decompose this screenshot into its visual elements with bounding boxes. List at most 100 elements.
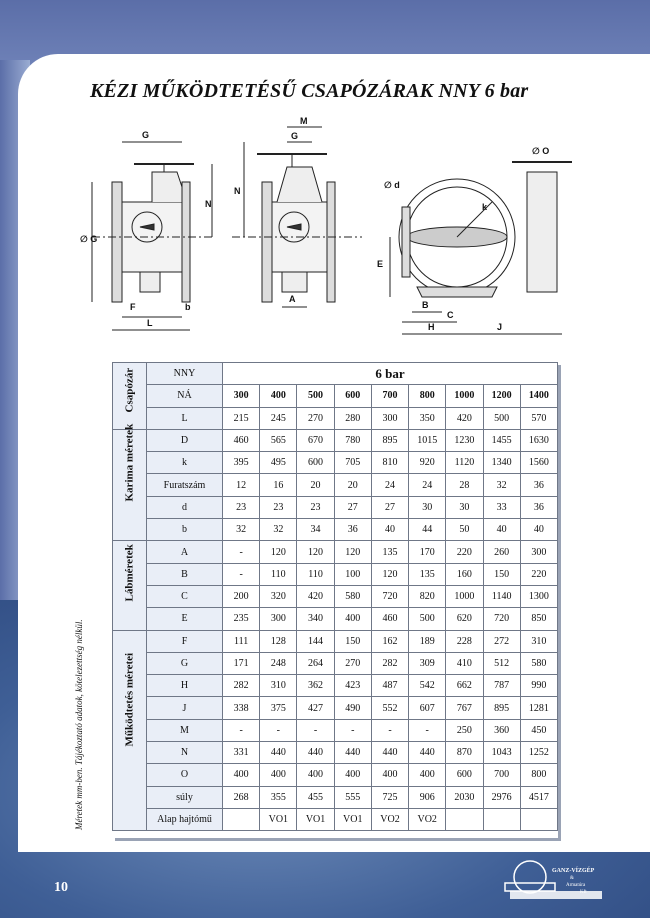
table-cell: 400	[333, 607, 372, 631]
table-cell: 450	[519, 718, 559, 743]
table-cell: 1560	[519, 451, 559, 475]
row-label: O	[146, 763, 223, 787]
table-cell: 580	[333, 584, 372, 609]
table-cell: 850	[519, 607, 559, 631]
table-cell: -	[221, 718, 261, 743]
dim-label-dG: ∅ G	[80, 234, 97, 244]
table-cell: 490	[333, 696, 372, 720]
row-label: b	[146, 518, 223, 542]
row-label: H	[146, 674, 223, 698]
company-logo-icon	[504, 860, 602, 899]
table-cell: 990	[519, 674, 559, 698]
dim-label-C: C	[447, 310, 454, 320]
row-label: D	[146, 428, 223, 453]
table-cell: 20	[333, 473, 372, 497]
table-cell: 1630	[519, 428, 559, 453]
table-cell: 215	[221, 406, 261, 430]
table-cell: 1200	[482, 384, 521, 408]
row-label: Alap hajtómű	[146, 807, 223, 832]
logo-line1: GANZ-VÍZGÉP	[552, 868, 595, 874]
table-cell: 1015	[408, 428, 447, 453]
table-cell: 36	[519, 495, 559, 520]
row-label: NÁ	[146, 384, 223, 408]
table-cell: 32	[221, 518, 261, 542]
table-cell: 555	[333, 785, 372, 809]
table-cell: 350	[408, 406, 447, 430]
table-cell: 1455	[482, 428, 521, 453]
nny-label: NNY	[146, 361, 223, 386]
dim-label-G2: G	[291, 131, 298, 141]
pressure-header: 6 bar	[222, 361, 558, 386]
table-cell: 487	[370, 674, 410, 698]
table-cell: 150	[333, 629, 372, 653]
table-cell: 135	[370, 540, 410, 564]
table-cell: 500	[408, 607, 447, 631]
table-cell: 309	[408, 651, 447, 676]
table-cell: VO2	[408, 807, 447, 832]
table-cell: 27	[370, 495, 410, 520]
table-cell: 767	[445, 696, 484, 720]
dim-label-k: k	[482, 202, 488, 212]
section-label-text: Működtetés méretei	[123, 653, 136, 747]
dim-label-N: N	[205, 199, 212, 209]
table-cell: 189	[408, 629, 447, 653]
logo-line2: &	[570, 876, 574, 881]
table-cell: 570	[519, 406, 559, 430]
table-cell: 820	[408, 584, 447, 609]
table-cell: 720	[370, 584, 410, 609]
table-cell: 268	[221, 785, 261, 809]
table-cell: 423	[333, 674, 372, 698]
table-cell: 870	[445, 741, 484, 765]
table-cell: 495	[259, 451, 298, 475]
table-cell: 620	[445, 607, 484, 631]
table-cell: 320	[259, 584, 298, 609]
table-cell: 800	[519, 763, 559, 787]
table-cell: 228	[445, 629, 484, 653]
logo-line3: Armatúra	[566, 883, 586, 888]
table-cell: 460	[221, 428, 261, 453]
table-cell: 40	[519, 518, 559, 542]
table-cell: 1281	[519, 696, 559, 720]
row-label: k	[146, 451, 223, 475]
dim-label-N2: N	[234, 186, 241, 196]
row-label: súly	[146, 785, 223, 809]
section-label-text: Lábméretek	[123, 544, 136, 602]
row-label: Furatszám	[146, 473, 223, 497]
table-cell: 40	[482, 518, 521, 542]
table-cell: 300	[370, 406, 410, 430]
table-cell: VO2	[370, 807, 410, 832]
table-cell: 24	[370, 473, 410, 497]
table-cell: -	[408, 718, 447, 743]
table-cell: 1140	[482, 584, 521, 609]
table-cell: 30	[445, 495, 484, 520]
dim-label-M: M	[300, 116, 308, 126]
table-cell: 220	[519, 562, 559, 586]
table-cell: 280	[333, 406, 372, 430]
table-cell: -	[221, 540, 261, 564]
table-cell: 282	[221, 674, 261, 698]
table-cell	[445, 807, 484, 832]
table-cell: 780	[333, 428, 372, 453]
table-cell	[221, 807, 261, 832]
table-cell: 331	[221, 741, 261, 765]
table-cell: 24	[408, 473, 447, 497]
row-label: G	[146, 651, 223, 676]
row-label: E	[146, 607, 223, 631]
table-cell: 1000	[445, 384, 484, 408]
table-cell: 440	[408, 741, 447, 765]
page-title: KÉZI MŰKÖDTETÉSŰ CSAPÓZÁRAK NNY 6 bar	[90, 80, 529, 102]
table-cell: 906	[408, 785, 447, 809]
dim-label-A: A	[289, 294, 296, 304]
dim-label-J: J	[497, 322, 502, 332]
table-cell: 362	[296, 674, 335, 698]
